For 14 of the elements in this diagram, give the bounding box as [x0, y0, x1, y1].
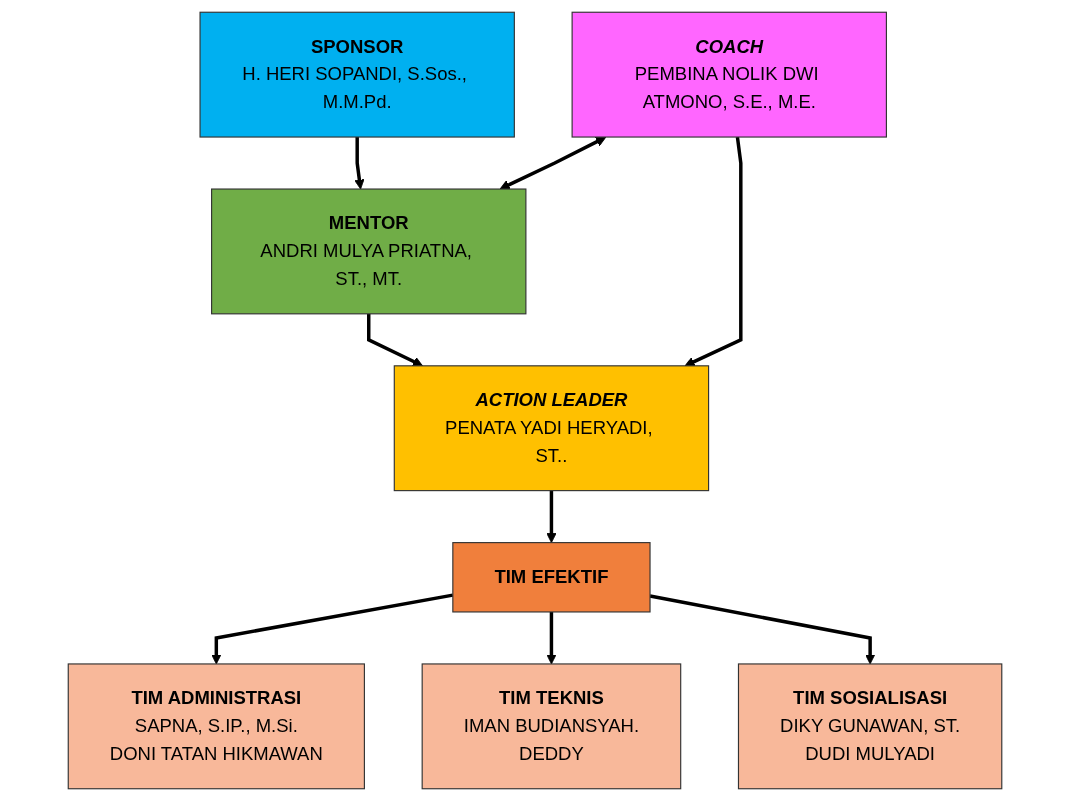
arrow — [546, 611, 557, 665]
node-box: SPONSOR H. HERI SOPANDI, S.Sos., M.M.Pd. — [199, 11, 515, 138]
arrow — [499, 136, 607, 190]
arrow — [367, 313, 423, 367]
arrow — [546, 490, 557, 544]
arrow — [684, 136, 743, 367]
node-box: COACH PEMBINA NOLIK DWI ATMONO, S.E., M.E. — [571, 11, 887, 138]
node-box: MENTOR ANDRI MULYA PRIATNA, ST., MT. — [211, 188, 527, 315]
node-box: TIM ADMINISTRASI SAPNA, S.IP., M.Si. DONI TATAN HIKMAWAN — [67, 663, 365, 790]
arrow — [354, 137, 365, 190]
node-box: TIM TEKNIS IMAN BUDIANSYAH. DEDDY — [421, 663, 682, 790]
node-box: ACTION LEADER PENATA YADI HERYADI, ST.. — [393, 365, 710, 492]
node-box: TIM EFEKTIF — [452, 542, 651, 613]
node-box: TIM SOSIALISASI DIKY GUNAWAN, ST. DUDI MULYADI — [737, 663, 1003, 790]
